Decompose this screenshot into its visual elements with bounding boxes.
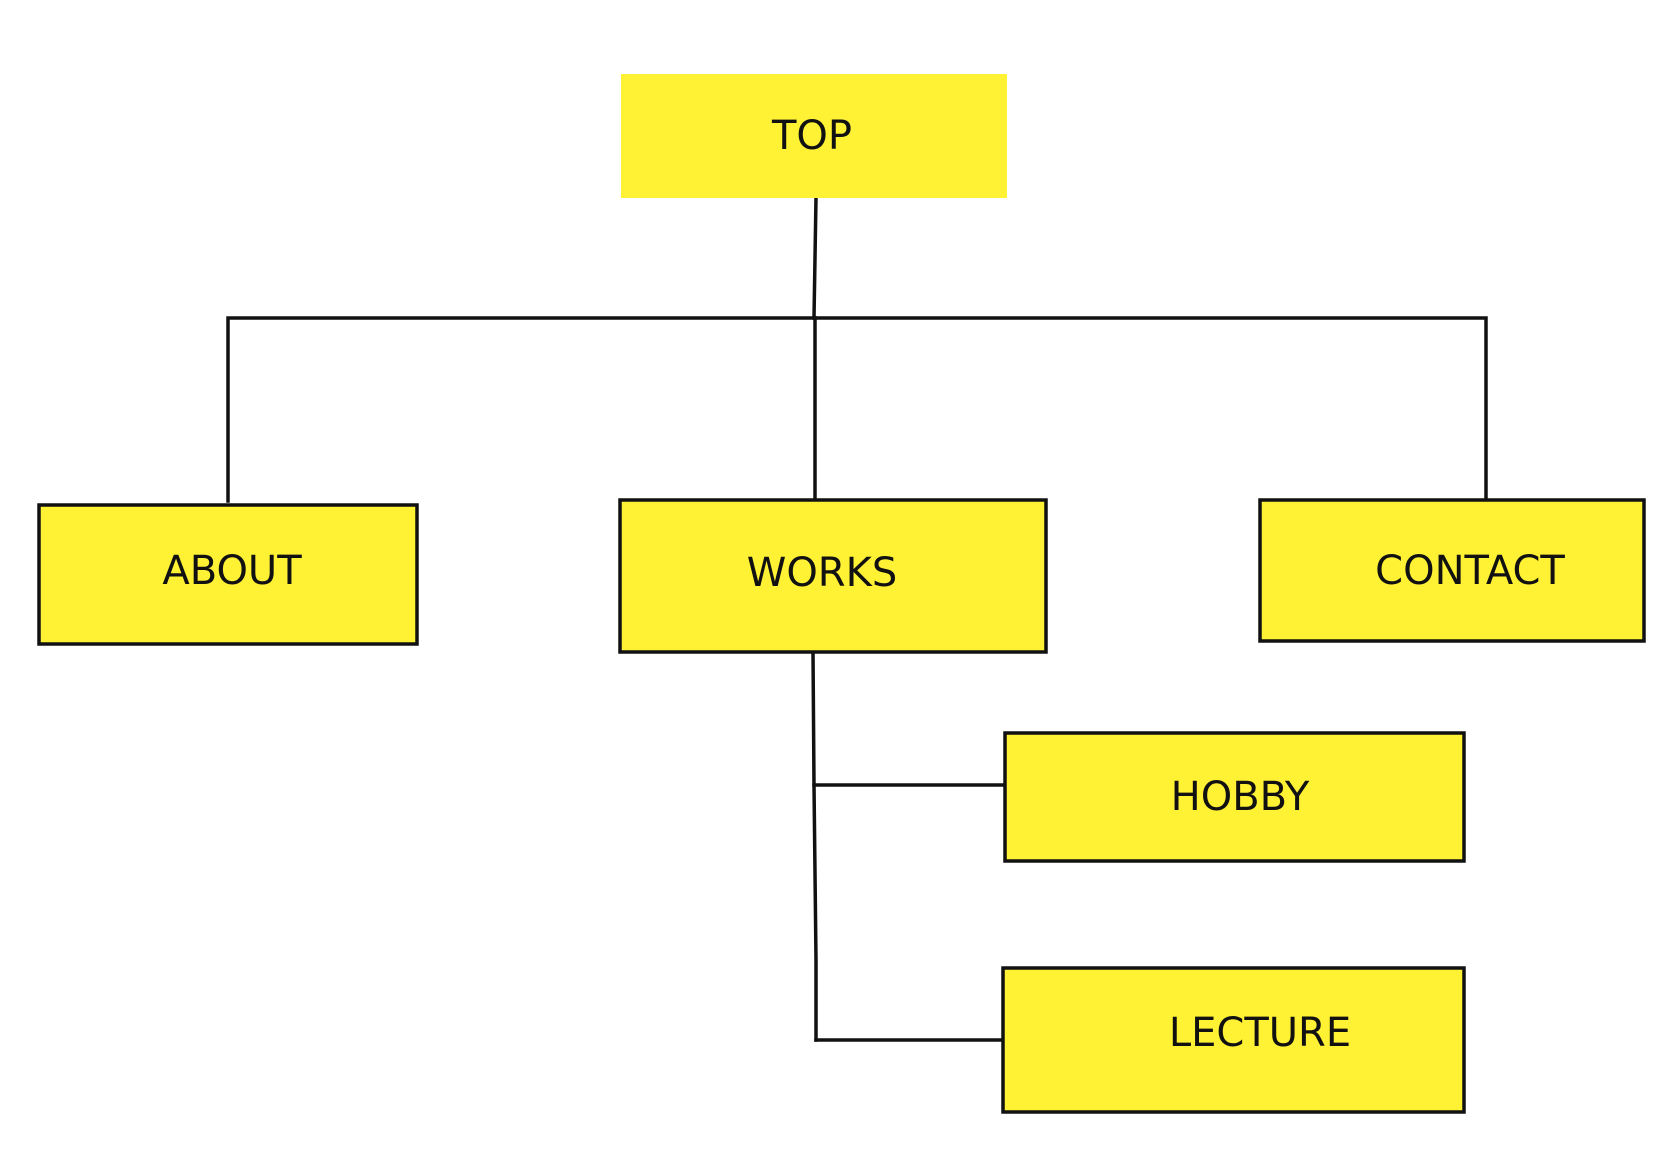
node-works-box: [618, 498, 1048, 654]
node-top-label: TOP: [771, 113, 852, 159]
node-lecture-label: LECTURE: [1169, 1010, 1351, 1056]
connector-top-trunk: [812, 196, 818, 320]
node-top[interactable]: TOP: [621, 74, 1007, 198]
node-about-label: ABOUT: [162, 548, 302, 594]
node-contact[interactable]: CONTACT: [1258, 498, 1646, 643]
node-contact-box: [1258, 498, 1646, 643]
node-hobby[interactable]: HOBBY: [1003, 731, 1466, 863]
node-hobby-box: [1003, 731, 1466, 863]
node-lecture-box: [1001, 966, 1466, 1114]
node-works[interactable]: WORKS: [618, 498, 1048, 654]
node-about-box: [37, 503, 419, 646]
node-about[interactable]: ABOUT: [37, 503, 419, 646]
connector-top-about: [226, 316, 817, 503]
connectors: [226, 196, 1488, 1042]
node-works-label: WORKS: [747, 550, 897, 596]
node-lecture[interactable]: LECTURE: [1001, 966, 1466, 1114]
connector-top-contact: [813, 316, 1488, 502]
node-contact-label: CONTACT: [1375, 548, 1565, 594]
node-top-box: [621, 74, 1007, 198]
node-hobby-label: HOBBY: [1171, 774, 1310, 820]
connector-works-trunk: [811, 650, 818, 1042]
